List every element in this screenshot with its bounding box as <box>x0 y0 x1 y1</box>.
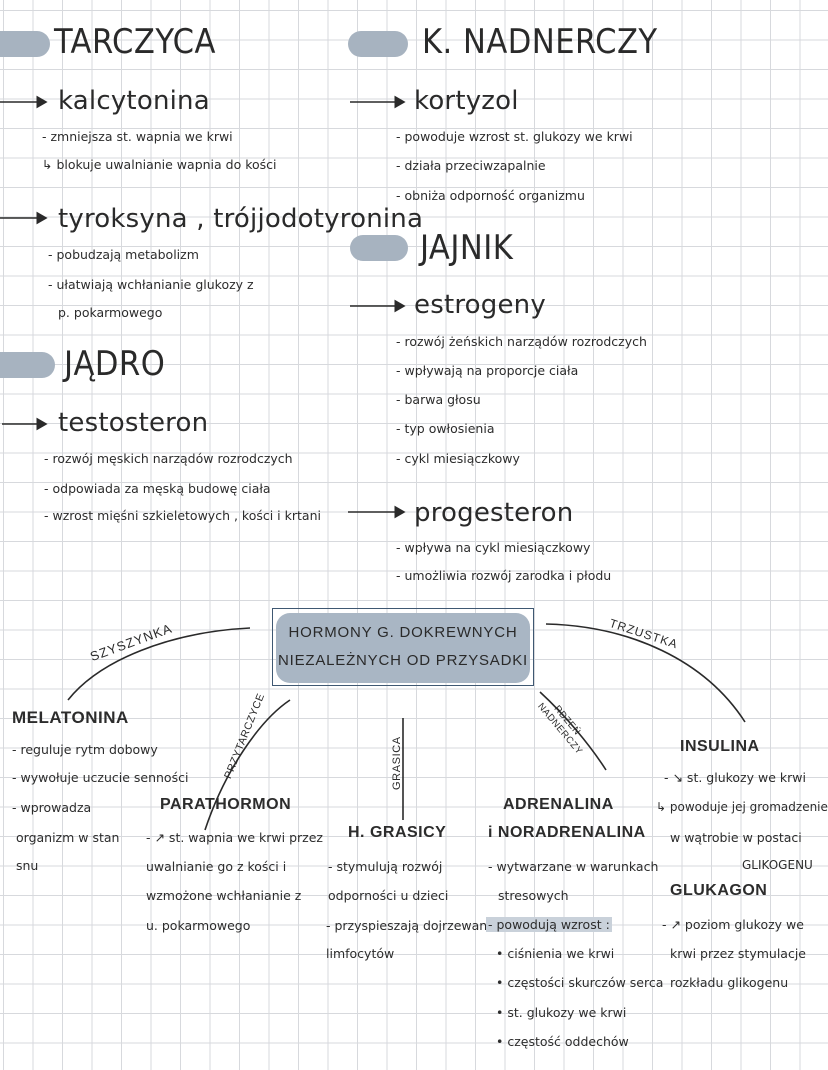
kortyzol-item-1: - powoduje wzrost st. glukozy we krwi <box>396 129 633 144</box>
center-highlight <box>276 613 530 683</box>
estrogeny-item-3: - barwa głosu <box>396 392 481 407</box>
progesteron-item-1: - wpływa na cykl miesiączkowy <box>396 540 591 555</box>
thymosin-item-4: limfocytów <box>326 946 395 961</box>
hormone-testosteron: testosteron <box>58 408 209 438</box>
melatonin-item-3: - wprowadza <box>12 800 92 815</box>
parathormone-title: PARATHORMON <box>160 796 292 813</box>
adrenaline-title: ADRENALINA <box>503 796 614 813</box>
adrenaline-causes-label: - powodują wzrost : <box>486 917 612 932</box>
glucagon-item-2: krwi przez stymulacje <box>670 946 806 961</box>
hormone-estrogeny: estrogeny <box>414 290 546 320</box>
kalcytonina-item-2: ↳ blokuje uwalnianie wapnia do kości <box>42 157 277 172</box>
branch-pancreas-line <box>545 623 746 723</box>
kortyzol-item-2: - działa przeciwzapalnie <box>396 158 546 173</box>
thyroid-title: TARCZYCA <box>54 22 216 62</box>
adrenaline-cause-1: • ciśnienia we krwi <box>496 946 615 961</box>
section-marker-adrenal <box>348 31 408 57</box>
thymosin-item-2: odporności u dzieci <box>328 888 449 903</box>
adrenaline-item-2: stresowych <box>498 888 569 903</box>
melatonin-item-5: snu <box>16 858 39 873</box>
insulin-item-2: ↳ powoduje jej gromadzenie <box>656 800 828 814</box>
melatonin-item-4: organizm w stan <box>16 830 120 845</box>
glucagon-item-3: rozkładu glikogenu <box>670 975 789 990</box>
glucagon-title: GLUKAGON <box>670 882 768 899</box>
testes-title: JĄDRO <box>64 344 166 384</box>
center-title-line1: HORMONY G. DOKREWNYCH <box>288 624 518 641</box>
tyroksyna-item-2: - ułatwiają wchłanianie glukozy z <box>48 277 254 292</box>
center-title-line2: NIEZALEŻNYCH OD PRZYSADKI <box>277 652 529 669</box>
thymosin-title: H. GRASICY <box>348 824 447 841</box>
kalcytonina-item-1: - zmniejsza st. wapnia we krwi <box>42 129 233 144</box>
adrenaline-causes-highlight: - powodują wzrost : <box>486 917 612 932</box>
estrogeny-item-2: - wpływają na proporcje ciała <box>396 363 579 378</box>
melatonin-title: MELATONINA <box>12 708 129 727</box>
branch-parathyroid-line <box>204 699 291 831</box>
estrogeny-item-5: - cykl miesiączkowy <box>396 451 520 466</box>
ovary-title: JAJNIK <box>420 228 514 268</box>
adrenal-title: K. NADNERCZY <box>422 22 658 62</box>
melatonin-item-1: - reguluje rytm dobowy <box>12 742 158 757</box>
glucagon-item-1: - ↗ poziom glukozy we <box>662 917 804 932</box>
progesteron-item-2: - umożliwia rozwój zarodka i płodu <box>396 568 612 583</box>
parathormone-item-1: - ↗ st. wapnia we krwi przez <box>146 830 323 845</box>
hormone-kalcytonina: kalcytonina <box>58 86 210 116</box>
branch-pineal-line <box>67 627 251 701</box>
melatonin-item-2: - wywołuje uczucie senności <box>12 770 189 785</box>
section-marker-ovary <box>350 235 408 261</box>
thymosin-item-3: - przyspieszają dojrzewanie <box>326 918 499 933</box>
tyroksyna-item-3: p. pokarmowego <box>58 305 163 320</box>
thymosin-item-1: - stymulują rozwój <box>328 859 443 874</box>
insulin-item-1: - ↘ st. glukozy we krwi <box>664 770 806 785</box>
adrenaline-item-1: - wytwarzane w warunkach <box>488 859 659 874</box>
estrogeny-item-4: - typ owłosienia <box>396 421 495 436</box>
parathormone-item-3: wzmożone wchłanianie z <box>146 888 302 903</box>
testosteron-item-3: - wzrost mięśni szkieletowych , kości i … <box>44 508 321 523</box>
parathormone-item-4: u. pokarmowego <box>146 918 251 933</box>
section-marker-testes <box>0 352 55 378</box>
branch-adrenal-medulla-line <box>539 691 607 771</box>
hormone-kortyzol: kortyzol <box>414 86 519 116</box>
kortyzol-item-3: - obniża odporność organizmu <box>396 188 585 203</box>
center-box <box>272 608 534 686</box>
insulin-item-4: GLIKOGENU <box>742 858 813 872</box>
tyroksyna-item-1: - pobudzają metabolizm <box>48 247 199 262</box>
adrenaline-cause-4: • częstość oddechów <box>496 1034 629 1049</box>
parathormone-item-2: uwalnianie go z kości i <box>146 859 287 874</box>
section-marker-thyroid <box>0 31 50 57</box>
insulin-title: INSULINA <box>680 738 760 755</box>
adrenaline-cause-3: • st. glukozy we krwi <box>496 1005 627 1020</box>
testosteron-item-2: - odpowiada za męską budowę ciała <box>44 481 271 496</box>
noradrenaline-title: i NORADRENALINA <box>488 824 646 841</box>
adrenaline-cause-2: • częstości skurczów serca <box>496 975 664 990</box>
hormone-progesteron: progesteron <box>414 498 574 528</box>
testosteron-item-1: - rozwój męskich narządów rozrodczych <box>44 451 293 466</box>
branch-label-thymus: GRASICA <box>391 736 403 790</box>
insulin-item-3: w wątrobie w postaci <box>670 830 802 845</box>
estrogeny-item-1: - rozwój żeńskich narządów rozrodczych <box>396 334 647 349</box>
hormone-tyroksyna: tyroksyna , trójjodotyronina <box>58 204 424 234</box>
